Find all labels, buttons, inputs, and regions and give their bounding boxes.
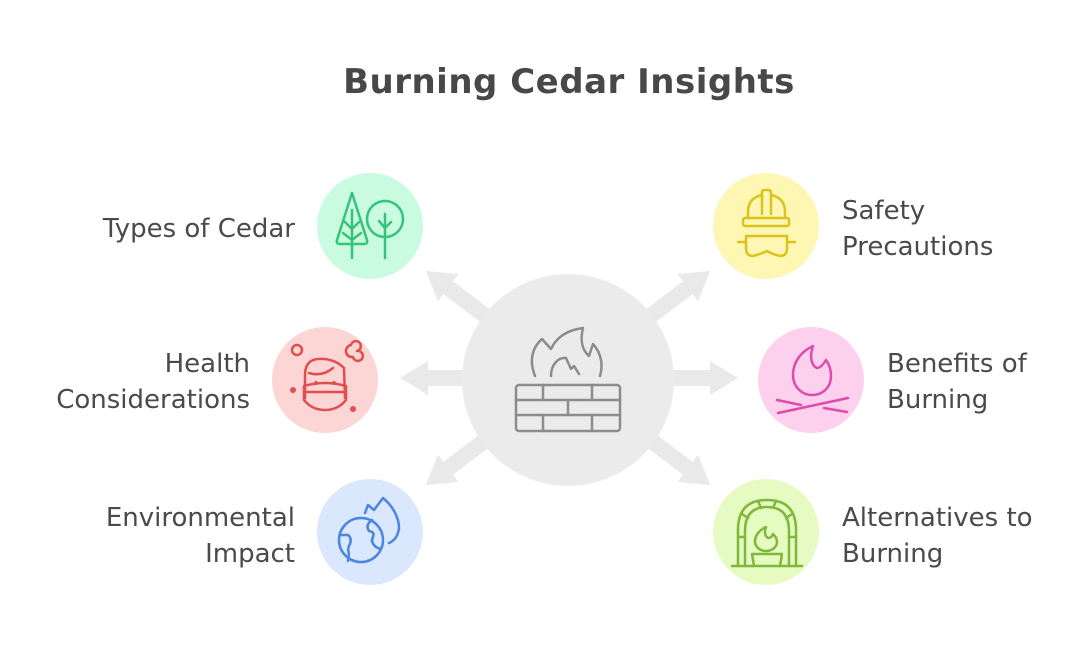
label-line: Safety [842,196,926,226]
label-line: Types of Cedar [102,214,295,244]
face-mask-icon [290,339,365,412]
label-line: Burning [887,385,989,415]
label-environmental-impact: Environmental Impact [106,500,295,572]
arrow-to-safety [639,270,711,328]
label-line: Benefits of [887,349,1027,379]
trees-icon [335,191,405,260]
node-types-of-cedar [317,173,423,279]
label-alternatives-to-burning: Alternatives to Burning [842,500,1033,572]
arrows [400,270,738,486]
arrow-to-types [425,270,497,328]
node-safety-precautions [713,173,819,279]
label-line: Considerations [56,385,250,415]
label-line: Health [164,349,250,379]
label-safety-precautions: Safety Precautions [842,193,993,265]
campfire-icon [775,344,850,415]
globe-fire-icon [337,496,401,564]
node-alternatives-to-burning [713,479,819,585]
fire-wall-icon [514,326,622,433]
label-types-of-cedar: Types of Cedar [103,211,295,247]
label-line: Precautions [842,232,994,262]
center-node [462,274,674,486]
node-health-considerations [272,327,378,433]
label-line: Burning [842,539,944,569]
label-health-considerations: Health Considerations [56,346,250,418]
node-benefits-of-burning [758,327,864,433]
label-line: Environmental [105,503,295,533]
diagram-title: Burning Cedar Insights [343,62,795,102]
label-line: Impact [205,539,295,569]
hardhat-goggles-icon [736,188,797,258]
fireplace-icon [730,498,804,568]
label-line: Alternatives to [842,503,1033,533]
node-environmental-impact [317,479,423,585]
label-benefits-of-burning: Benefits of Burning [887,346,1027,418]
